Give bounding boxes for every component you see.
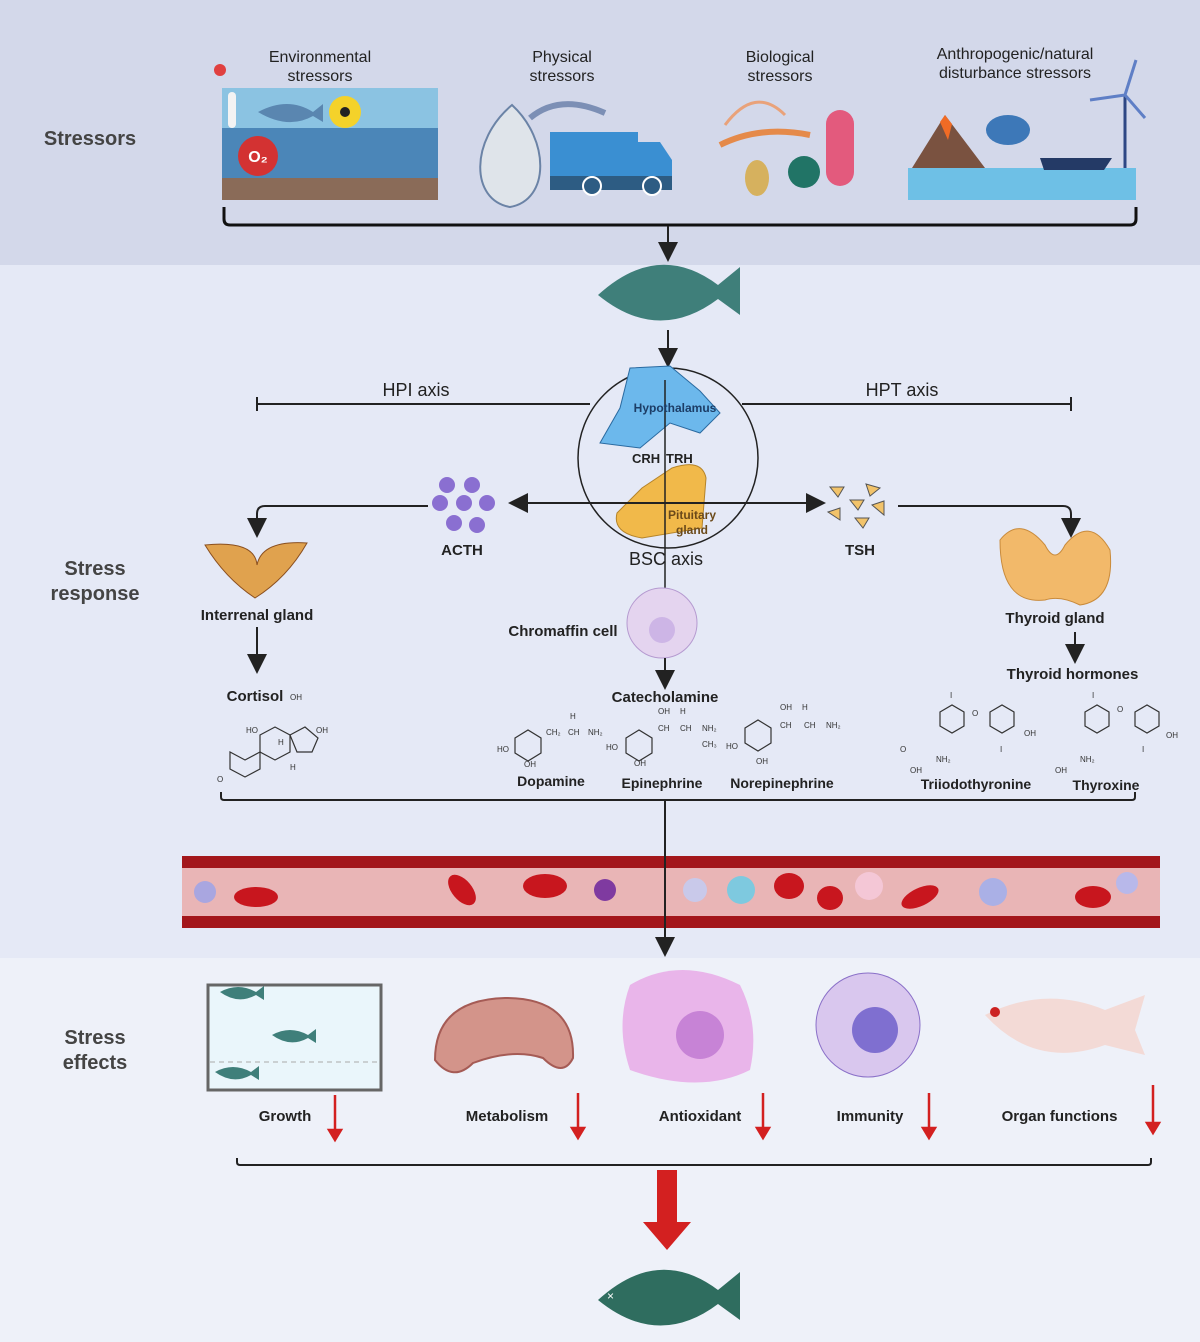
svg-text:CH₂: CH₂ bbox=[546, 728, 561, 737]
sun-icon bbox=[214, 64, 226, 76]
svg-text:HO: HO bbox=[726, 742, 738, 751]
svg-text:O: O bbox=[900, 745, 906, 754]
svg-text:CH: CH bbox=[680, 724, 692, 733]
thyroid-gland-label: Thyroid gland bbox=[1005, 610, 1105, 627]
section-stress-response: Stress response bbox=[50, 558, 140, 605]
svg-text:I: I bbox=[1000, 745, 1002, 754]
hpi-axis-label: HPI axis bbox=[382, 380, 450, 400]
chromaffin-cell-label: Chromaffin cell bbox=[508, 623, 618, 640]
svg-text:H: H bbox=[570, 712, 576, 721]
molecule-label: Epinephrine bbox=[621, 775, 703, 791]
cortisol-label: Cortisol bbox=[226, 688, 284, 705]
volcano-ship-icon bbox=[908, 59, 1147, 200]
hpt-axis-line bbox=[742, 397, 1072, 411]
svg-text:NH₂: NH₂ bbox=[826, 721, 841, 730]
molecule-label: Norepinephrine bbox=[730, 775, 834, 791]
stressor-label: Anthropogenic/natural disturbance stress… bbox=[936, 46, 1094, 82]
svg-text:CH: CH bbox=[568, 728, 580, 737]
svg-text:OH: OH bbox=[524, 760, 536, 769]
svg-text:O: O bbox=[217, 775, 223, 784]
interrenal-gland-icon bbox=[204, 542, 308, 599]
svg-text:NH₂: NH₂ bbox=[1080, 755, 1095, 764]
svg-text:H: H bbox=[290, 763, 296, 772]
svg-text:HO: HO bbox=[246, 726, 258, 735]
svg-text:OH: OH bbox=[316, 726, 328, 735]
molecule-structures bbox=[229, 704, 1160, 778]
section-stressors: Stressors bbox=[43, 128, 137, 150]
svg-text:CH: CH bbox=[658, 724, 670, 733]
section-stress-effects: Stress effects bbox=[62, 1027, 128, 1074]
svg-text:NH₂: NH₂ bbox=[702, 724, 717, 733]
hpi-axis-line bbox=[256, 397, 590, 411]
svg-text:OH: OH bbox=[658, 707, 670, 716]
fish-icon bbox=[598, 264, 740, 321]
pituitary-shape bbox=[615, 464, 707, 539]
interrenal-gland-label: Interrenal gland bbox=[200, 607, 314, 624]
thyroid-gland-icon bbox=[999, 528, 1112, 606]
svg-text:HO: HO bbox=[606, 743, 618, 752]
svg-text:CH₃: CH₃ bbox=[702, 740, 717, 749]
effect-label: Growth bbox=[258, 1108, 312, 1125]
molecule-label: Triiodothyronine bbox=[920, 776, 1032, 792]
svg-text:HO: HO bbox=[497, 745, 509, 754]
effect-label: Antioxidant bbox=[658, 1108, 742, 1125]
svg-text:OH: OH bbox=[1166, 731, 1178, 740]
effect-label: Immunity bbox=[836, 1108, 904, 1125]
stress-response-band bbox=[0, 265, 1200, 958]
molecule-label: Dopamine bbox=[517, 773, 585, 789]
svg-text:OH: OH bbox=[634, 759, 646, 768]
svg-text:OH: OH bbox=[780, 703, 792, 712]
hpt-axis-label: HPT axis bbox=[865, 380, 939, 400]
svg-text:OH: OH bbox=[1024, 729, 1036, 738]
svg-text:NH₂: NH₂ bbox=[588, 728, 603, 737]
zebrafish-icon bbox=[985, 995, 1145, 1055]
effect-label: Organ functions bbox=[1001, 1108, 1118, 1125]
growth-tank-icon bbox=[206, 983, 383, 1092]
svg-text:×: × bbox=[607, 1289, 614, 1303]
trh-label: TRH bbox=[666, 451, 693, 466]
bsc-axis-label: BSC axis bbox=[628, 549, 704, 569]
tsh-label: TSH bbox=[845, 542, 875, 559]
acth-icon bbox=[432, 477, 495, 533]
stressor-label: Biological stressors bbox=[745, 49, 815, 85]
svg-text:H: H bbox=[278, 738, 284, 747]
svg-text:O₂: O₂ bbox=[248, 149, 268, 166]
big-down-arrow bbox=[643, 1170, 691, 1250]
molecule-label: Thyroxine bbox=[1072, 777, 1140, 793]
catecholamine-label: Catecholamine bbox=[611, 689, 719, 706]
tsh-icon bbox=[826, 483, 885, 529]
svg-text:NH₂: NH₂ bbox=[936, 755, 951, 764]
svg-text:O: O bbox=[1117, 705, 1123, 714]
svg-text:I: I bbox=[1092, 691, 1094, 700]
blood-vessel-icon bbox=[182, 856, 1160, 928]
svg-text:OH: OH bbox=[756, 757, 768, 766]
hypothalamus-shape bbox=[599, 365, 721, 449]
effect-label: Metabolism bbox=[465, 1108, 549, 1125]
svg-text:I: I bbox=[950, 691, 952, 700]
environment-scene-icon: O₂ bbox=[214, 64, 438, 200]
stressor-label: Physical stressors bbox=[529, 49, 595, 85]
net-truck-icon bbox=[479, 101, 672, 209]
acth-label: ACTH bbox=[441, 542, 483, 559]
hypothalamus-label: Hypothalamus bbox=[633, 401, 717, 415]
svg-text:OH: OH bbox=[290, 693, 302, 702]
svg-text:H: H bbox=[802, 703, 808, 712]
svg-text:CH: CH bbox=[780, 721, 792, 730]
mitochondrion-icon bbox=[433, 996, 575, 1074]
dead-fish-icon bbox=[598, 1269, 740, 1326]
svg-text:OH: OH bbox=[910, 766, 922, 775]
svg-text:OH: OH bbox=[1055, 766, 1067, 775]
svg-text:O: O bbox=[972, 709, 978, 718]
thyroid-hormones-label: Thyroid hormones bbox=[1006, 666, 1139, 683]
pathogen-icon bbox=[718, 100, 854, 196]
crh-label: CRH bbox=[632, 451, 661, 466]
svg-text:H: H bbox=[680, 707, 686, 716]
pituitary-label: Pituitary gland bbox=[667, 508, 716, 537]
svg-text:CH: CH bbox=[804, 721, 816, 730]
svg-text:I: I bbox=[1142, 745, 1144, 754]
stressor-label: Environmental stressors bbox=[268, 49, 372, 85]
